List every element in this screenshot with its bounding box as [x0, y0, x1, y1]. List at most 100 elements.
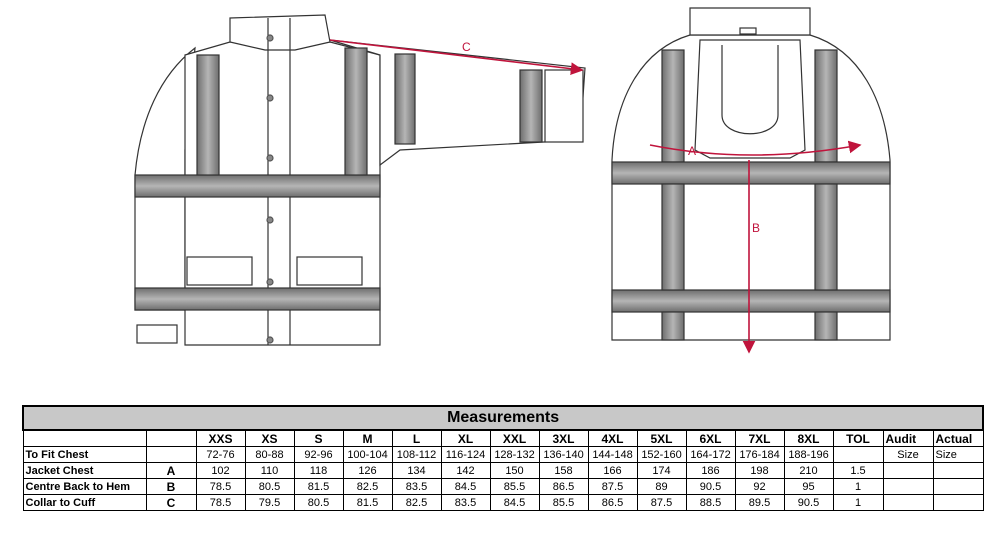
table-cell: 89 — [636, 478, 687, 495]
table-title: Measurements — [21, 405, 985, 431]
table-cell: 78.5 — [195, 478, 246, 495]
measure-a: A — [649, 140, 862, 158]
header-cell: XS — [244, 429, 295, 447]
table-cell: B — [145, 478, 197, 495]
table-cell — [145, 446, 197, 463]
header-cell: Actual — [932, 429, 984, 447]
label-a: A — [688, 144, 696, 158]
front-collar — [229, 14, 331, 51]
table-cell: 110 — [244, 462, 295, 479]
header-cell: 8XL — [783, 429, 834, 447]
table-cell: 89.5 — [734, 494, 785, 511]
table-cell — [882, 462, 934, 479]
table-cell: 116-124 — [440, 446, 491, 463]
table-cell — [932, 494, 984, 511]
table-cell: 87.5 — [636, 494, 687, 511]
table-cell: 81.5 — [293, 478, 344, 495]
header-cell — [145, 429, 197, 447]
header-cell: L — [391, 429, 442, 447]
back-view — [611, 7, 891, 341]
table-cell: 82.5 — [342, 478, 393, 495]
table-cell: 188-196 — [783, 446, 834, 463]
table-cell: 1.5 — [832, 462, 884, 479]
table-cell: 84.5 — [489, 494, 540, 511]
table-cell: 92-96 — [293, 446, 344, 463]
table-cell: 87.5 — [587, 478, 638, 495]
table-cell: 150 — [489, 462, 540, 479]
table-cell: 83.5 — [440, 494, 491, 511]
table-cell: 80-88 — [244, 446, 295, 463]
table-cell — [882, 478, 934, 495]
table-cell: 136-140 — [538, 446, 589, 463]
header-cell: 5XL — [636, 429, 687, 447]
table-cell: Collar to Cuff — [22, 494, 147, 511]
measure-c: C — [329, 39, 584, 76]
label-c: C — [462, 40, 471, 54]
table-cell: Size — [882, 446, 934, 463]
table-cell: 90.5 — [783, 494, 834, 511]
table-cell: 118 — [293, 462, 344, 479]
table-cell: 142 — [440, 462, 491, 479]
table-cell: Size — [932, 446, 984, 463]
table-cell: 152-160 — [636, 446, 687, 463]
table-cell: 81.5 — [342, 494, 393, 511]
table-cell: 176-184 — [734, 446, 785, 463]
table-cell: 186 — [685, 462, 736, 479]
header-cell: 7XL — [734, 429, 785, 447]
header-cell — [22, 429, 147, 447]
table-cell: 72-76 — [195, 446, 246, 463]
table-cell: 158 — [538, 462, 589, 479]
back-hood — [689, 7, 811, 36]
measure-b: B — [742, 160, 760, 354]
table-cell: 82.5 — [391, 494, 442, 511]
label-b: B — [752, 221, 760, 235]
header-cell: Audit — [882, 429, 934, 447]
table-cell — [832, 446, 884, 463]
table-cell — [932, 478, 984, 495]
table-cell: Jacket Chest — [22, 462, 147, 479]
back-hood-pouch — [694, 39, 806, 159]
table-cell: 144-148 — [587, 446, 638, 463]
table-cell: 174 — [636, 462, 687, 479]
table-cell: 84.5 — [440, 478, 491, 495]
table-cell: 86.5 — [538, 478, 589, 495]
header-cell: 4XL — [587, 429, 638, 447]
table-cell: 166 — [587, 462, 638, 479]
table-cell: 126 — [342, 462, 393, 479]
table-cell: 95 — [783, 478, 834, 495]
header-cell: 3XL — [538, 429, 589, 447]
table-cell: A — [145, 462, 197, 479]
table-cell: 86.5 — [587, 494, 638, 511]
table-cell: 210 — [783, 462, 834, 479]
table-cell: 85.5 — [489, 478, 540, 495]
table-cell: 164-172 — [685, 446, 736, 463]
table-cell: 85.5 — [538, 494, 589, 511]
header-cell: XXL — [489, 429, 540, 447]
table-cell: 1 — [832, 478, 884, 495]
table-cell: 108-112 — [391, 446, 442, 463]
table-cell: 1 — [832, 494, 884, 511]
table-cell: Centre Back to Hem — [22, 478, 147, 495]
table-cell: 102 — [195, 462, 246, 479]
table-cell: 78.5 — [195, 494, 246, 511]
table-cell: 88.5 — [685, 494, 736, 511]
table-cell: 134 — [391, 462, 442, 479]
table-cell: 128-132 — [489, 446, 540, 463]
table-cell: To Fit Chest — [22, 446, 147, 463]
table-cell: 92 — [734, 478, 785, 495]
header-cell: M — [342, 429, 393, 447]
table-cell: 80.5 — [244, 478, 295, 495]
header-cell: XL — [440, 429, 491, 447]
table-cell — [932, 462, 984, 479]
table-cell: C — [145, 494, 197, 511]
header-cell: TOL — [832, 429, 884, 447]
header-cell: 6XL — [685, 429, 736, 447]
front-view — [134, 14, 586, 346]
table-cell: 100-104 — [342, 446, 393, 463]
table-cell: 79.5 — [244, 494, 295, 511]
